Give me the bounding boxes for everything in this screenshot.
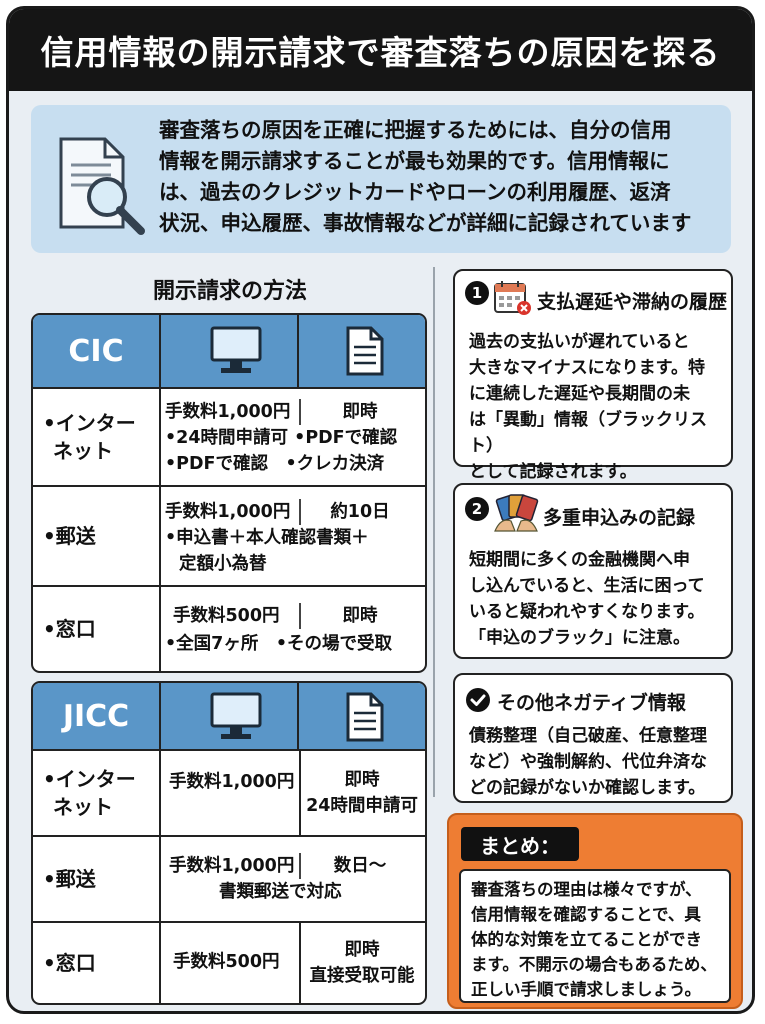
- fee: 手数料500円: [173, 606, 280, 626]
- document-icon: [346, 326, 384, 376]
- check-circle-icon: [466, 688, 490, 712]
- card-other-negative: その他ネガティブ情報 債務整理（自己破産、任意整理 など）や強制解約、代位弁済な…: [453, 673, 733, 803]
- cic-row-mail: •郵送 手数料1,000円 約10日 •申込書＋本人確認書類＋ 定額小為替: [33, 485, 425, 585]
- intro-text: 審査落ちの原因を正確に把握するためには、自分の信用 情報を開示請求することが最も…: [159, 115, 719, 239]
- intro-line: 状況、申込履歴、事故情報などが詳細に記録されています: [159, 211, 692, 235]
- summary-line: 信用情報を確認することで、具: [471, 905, 701, 924]
- calendar-overdue-icon: [494, 281, 531, 315]
- detail-line: 定額小為替: [179, 554, 267, 574]
- card-line: など）や強制解約、代位弁済な: [469, 752, 707, 772]
- cic-row-counter: •窓口 手数料500円 即時 •全国7ヶ所 •その場で受取: [33, 585, 425, 671]
- computer-icon: [210, 326, 262, 373]
- card-line: 債務整理（自己破産、任意整理: [469, 726, 707, 746]
- detail-line: •24時間申請可 •PDFで確認: [165, 428, 398, 448]
- infographic-frame: 信用情報の開示請求で審査落ちの原因を探る 審査落ちの原因を正確に把握するためには…: [6, 6, 755, 1014]
- summary-panel: まとめ： 審査落ちの理由は様々ですが、 信用情報を確認することで、具 体的な対策…: [447, 813, 743, 1009]
- row-label-line: •インター: [43, 767, 136, 791]
- cic-row-internet: •インターネット 手数料1,000円 即時 •24時間申請可 •PDFで確認 •…: [33, 387, 425, 485]
- jicc-row-mail: •郵送 手数料1,000円 数日〜 書類郵送で対応: [33, 835, 425, 921]
- page-title: 信用情報の開示請求で審査落ちの原因を探る: [9, 9, 752, 91]
- row-label: •窓口: [33, 923, 161, 1003]
- computer-icon: [210, 692, 262, 739]
- summary-line: 審査落ちの理由は様々ですが、: [471, 880, 702, 899]
- card-title: 多重申込みの記録: [543, 507, 696, 529]
- document-magnifier-icon: [59, 137, 145, 235]
- processing-time: 数日〜: [333, 856, 387, 876]
- column-divider: [433, 267, 435, 797]
- card-line: 過去の支払いが遅れていると: [469, 332, 690, 352]
- card-line: いると疑われやすくなります。: [469, 602, 705, 622]
- card-line: 短期間に多くの金融機関へ申: [469, 550, 690, 570]
- row-label: •窓口: [33, 587, 161, 671]
- card-body: 短期間に多くの金融機関へ申 し込んでいると、生活に困って いると疑われやすくなり…: [469, 547, 723, 651]
- detail-line: •全国7ヶ所 •その場で受取: [165, 634, 393, 654]
- card-line: し込んでいると、生活に困って: [469, 576, 705, 596]
- jicc-name: JICC: [33, 683, 161, 749]
- card-line: 「申込のブラック」に注意。: [469, 628, 690, 648]
- card-title: 支払遅延や滞納の履歴: [537, 291, 728, 313]
- cic-table: CIC •インターネット 手数料1,000円 即時 •24時間申請可: [31, 313, 427, 673]
- processing-time: 即時: [344, 940, 380, 960]
- summary-line: 正しい手順で請求しましょう。: [471, 980, 702, 999]
- fee: 手数料1,000円: [169, 772, 295, 792]
- card-line: として記録されます。: [469, 462, 637, 482]
- card-number-badge: 2: [465, 497, 489, 521]
- row-label: •郵送: [33, 837, 161, 921]
- card-number-badge: 1: [465, 281, 489, 305]
- card-line: どの記録がないか確認します。: [469, 778, 706, 798]
- row-label: •インターネット: [33, 389, 161, 485]
- row-label-line: ネット: [53, 439, 113, 463]
- cards-in-hands-icon: [494, 494, 539, 532]
- processing-time: 即時: [342, 606, 378, 626]
- processing-time: 即時: [344, 770, 380, 790]
- detail-line: •PDFで確認 •クレカ決済: [165, 454, 385, 474]
- cic-table-header: CIC: [33, 315, 425, 387]
- card-body: 過去の支払いが遅れていると 大きなマイナスになります。特 に連続した遅延や長期間…: [469, 329, 723, 485]
- summary-text: 審査落ちの理由は様々ですが、 信用情報を確認することで、具 体的な対策を立てるこ…: [471, 877, 729, 1002]
- row-label: •郵送: [33, 487, 161, 585]
- cic-name: CIC: [33, 315, 161, 387]
- card-body: 債務整理（自己破産、任意整理 など）や強制解約、代位弁済な どの記録がないか確認…: [469, 723, 723, 801]
- processing-time: 直接受取可能: [309, 966, 415, 986]
- card-title: その他ネガティブ情報: [497, 692, 686, 714]
- processing-time: 約10日: [330, 502, 390, 522]
- card-payment-delay: 1 支払遅延や滞納の履歴 過去の支払いが遅れていると 大きなマイナスになります。…: [453, 269, 733, 482]
- card-line: に連続した遅延や長期間の未: [469, 384, 690, 404]
- card-multiple-applications: 2 多重申込みの記録 短期間に多くの金融機関へ申 し込んでいると、生活に困って …: [453, 483, 733, 659]
- jicc-table-header: JICC: [33, 683, 425, 749]
- card-line: は「異動」情報（ブラックリスト）: [469, 410, 707, 456]
- fee: 手数料1,000円: [169, 856, 295, 876]
- jicc-row-counter: •窓口 手数料500円 即時 直接受取可能: [33, 921, 425, 1003]
- jicc-table: JICC •インターネット 手数料1,000円 即時 24時間申請可: [31, 681, 427, 1005]
- detail-line: 書類郵送で対応: [219, 882, 342, 902]
- row-label-line: •インター: [43, 411, 136, 435]
- fee: 手数料500円: [173, 952, 280, 972]
- detail-line: •申込書＋本人確認書類＋: [165, 528, 369, 548]
- row-label-line: ネット: [53, 795, 113, 819]
- processing-time: 24時間申請可: [306, 796, 418, 816]
- jicc-row-internet: •インターネット 手数料1,000円 即時 24時間申請可: [33, 749, 425, 837]
- row-label: •インターネット: [33, 751, 161, 835]
- intro-line: は、過去のクレジットカードやローンの利用履歴、返済: [159, 180, 671, 204]
- intro-line: 情報を開示請求することが最も効果的です。信用情報に: [159, 149, 670, 173]
- summary-tag: まとめ：: [461, 827, 579, 861]
- fee: 手数料1,000円: [165, 402, 291, 422]
- card-line: 大きなマイナスになります。特: [469, 358, 705, 378]
- summary-line: ます。不開示の場合もあるため、: [471, 955, 717, 974]
- intro-panel: 審査落ちの原因を正確に把握するためには、自分の信用 情報を開示請求することが最も…: [31, 105, 731, 253]
- processing-time: 即時: [342, 402, 378, 422]
- summary-line: 体的な対策を立てることができ: [471, 930, 702, 949]
- fee: 手数料1,000円: [165, 502, 291, 522]
- summary-box: 審査落ちの理由は様々ですが、 信用情報を確認することで、具 体的な対策を立てるこ…: [459, 869, 731, 1003]
- intro-line: 審査落ちの原因を正確に把握するためには、自分の信用: [159, 118, 672, 142]
- document-icon: [346, 692, 384, 742]
- methods-heading: 開示請求の方法: [152, 279, 307, 304]
